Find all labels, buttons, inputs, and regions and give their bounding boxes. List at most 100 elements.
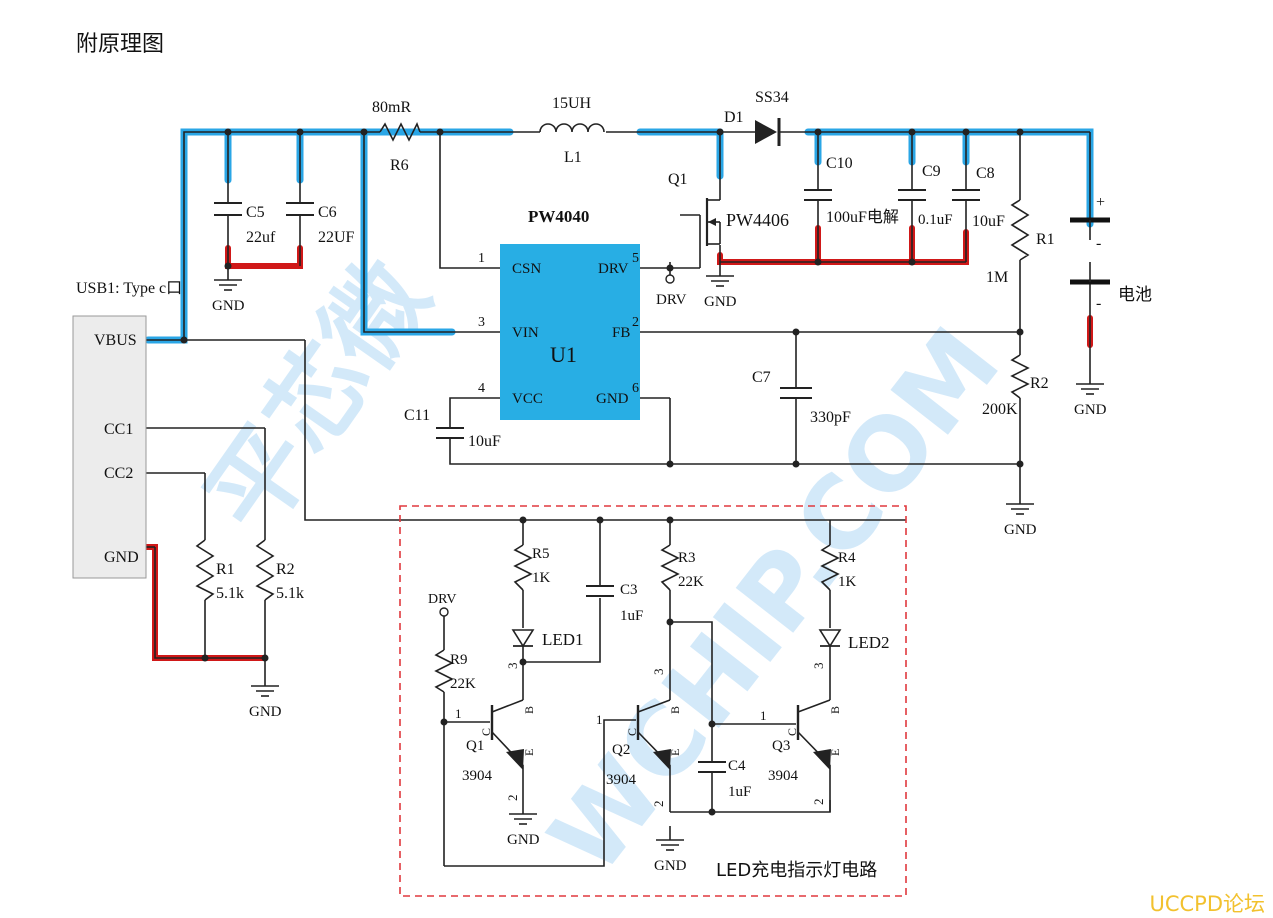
page-title: 附原理图 (76, 32, 165, 57)
led-r9-value: 22K (450, 676, 476, 692)
ground-symbol: GND (654, 826, 687, 874)
resistor-r6: 80mR R6 (372, 99, 421, 174)
q3-pin-e: E (828, 749, 842, 756)
ground-label: GND (212, 298, 245, 314)
led-c4-value: 1uF (728, 784, 751, 800)
led-r3-ref: R3 (678, 550, 696, 566)
r2-value: 200K (982, 401, 1018, 418)
usb-connector: USB1: Type c口 VBUS CC1 CC2 GND (72, 280, 182, 579)
cc-r2-value: 5.1k (276, 585, 304, 602)
capacitor-c6: C6 22UF (286, 202, 355, 246)
r6-value: 80mR (372, 99, 411, 116)
led-c4-ref: C4 (728, 758, 746, 774)
q1-value: PW4406 (726, 210, 789, 230)
led-c3-value: 1uF (620, 608, 643, 624)
led-c3-ref: C3 (620, 582, 638, 598)
q3-pin-b: B (828, 706, 842, 714)
capacitor-c7: C7 330pF (752, 369, 851, 426)
pin-vbus: VBUS (94, 332, 137, 349)
q3-pin-2: 2 (811, 799, 826, 806)
c7-ref: C7 (752, 369, 771, 386)
capacitor-c5: C5 22uf (214, 202, 276, 246)
ic-pin-vin: VIN (512, 325, 539, 341)
led-r9-ref: R9 (450, 652, 468, 668)
q2-led-ref: Q2 (612, 742, 630, 758)
resistor-cc1: R1 5.1k (195, 539, 244, 602)
c5-ref: C5 (246, 204, 265, 221)
battery-minus-2: - (1096, 295, 1101, 312)
ground-label: GND (507, 832, 540, 848)
capacitor-c9: C9 0.1uF (898, 163, 953, 228)
q1-led-value: 3904 (462, 768, 493, 784)
ic-pin6-num: 6 (632, 381, 639, 396)
mosfet-q1: Q1 PW4406 DRV (656, 171, 789, 308)
pin-gnd: GND (104, 549, 139, 566)
capacitor-c11: C11 10uF (404, 407, 501, 450)
ic-pin1-num: 1 (478, 251, 485, 266)
ground-label: GND (249, 704, 282, 720)
ground-symbol: GND (507, 800, 540, 848)
q1-pin-c: C (479, 728, 493, 736)
r1-value: 1M (986, 269, 1008, 286)
ground-symbol: GND (1004, 490, 1037, 538)
pin-cc1: CC1 (104, 421, 133, 438)
transistor-q2-led: Q2 3904 1 3 2 B E C (596, 669, 713, 813)
capacitor-c10: C10 100uF电解 (804, 155, 899, 226)
l1-ref: L1 (564, 149, 582, 166)
battery-plus: + (1096, 194, 1105, 211)
ic-pin3-num: 3 (478, 315, 485, 330)
c7-value: 330pF (810, 409, 851, 426)
ground-symbol: GND (1074, 370, 1107, 418)
ic-u1: PW4040 U1 CSN DRV VIN FB VCC GND 1 3 4 5… (478, 207, 640, 420)
ground-symbol: GND (212, 266, 245, 314)
ground-label: GND (1074, 402, 1107, 418)
led-r5-value: 1K (532, 570, 551, 586)
c11-value: 10uF (468, 433, 501, 450)
q1-pin-2: 2 (505, 795, 520, 802)
q2-pin-2: 2 (651, 801, 666, 808)
q2-pin-b: B (668, 706, 682, 714)
cc-r1-ref: R1 (216, 561, 235, 578)
c9-value: 0.1uF (918, 212, 953, 228)
drv-net-label: DRV (656, 292, 687, 308)
ic-pin-csn: CSN (512, 261, 541, 277)
led1-label: LED1 (542, 630, 584, 649)
d1-ref: D1 (724, 109, 744, 126)
q1-pin-e: E (522, 749, 536, 756)
ic-pin-fb: FB (612, 325, 630, 341)
led-circuit-title: LED充电指示灯电路 (716, 860, 877, 881)
q1-ref: Q1 (668, 171, 688, 188)
c9-ref: C9 (922, 163, 941, 180)
ic-ref: U1 (550, 342, 577, 367)
r2-ref: R2 (1030, 375, 1049, 392)
diode-d1: D1 SS34 (724, 89, 789, 146)
power-wiring (146, 131, 1091, 672)
q1-pin-1: 1 (455, 706, 462, 721)
l1-value: 15UH (552, 95, 592, 112)
ic-pin-drv: DRV (598, 261, 629, 277)
q3-pin-1: 1 (760, 708, 767, 723)
ground-symbol: GND (249, 672, 282, 720)
led-drv-label: DRV (428, 592, 456, 607)
ground-label: GND (704, 294, 737, 310)
inductor-l1: 15UH L1 (539, 95, 605, 166)
resistor-r2-divider: R2 200K (982, 354, 1049, 418)
ground-label: GND (1004, 522, 1037, 538)
c11-ref: C11 (404, 407, 430, 424)
led-r3-value: 22K (678, 574, 704, 590)
c10-value: 100uF电解 (826, 208, 899, 226)
q2-pin-1: 1 (596, 712, 603, 727)
led-r4-value: 1K (838, 574, 857, 590)
c5-value: 22uf (246, 229, 276, 246)
ic-pin-gnd: GND (596, 391, 629, 407)
transistor-q3-led: Q3 3904 1 3 2 B E C (760, 663, 842, 812)
battery-label: 电池 (1118, 285, 1152, 305)
led-r5-ref: R5 (532, 546, 550, 562)
r1-ref: R1 (1036, 231, 1055, 248)
ic-pin4-num: 4 (478, 381, 485, 396)
forum-watermark: UCCPD论坛 (1149, 892, 1265, 916)
junction-dots (180, 128, 1024, 662)
pin-cc2: CC2 (104, 465, 133, 482)
capacitor-c8: C8 10uF (952, 165, 1005, 230)
